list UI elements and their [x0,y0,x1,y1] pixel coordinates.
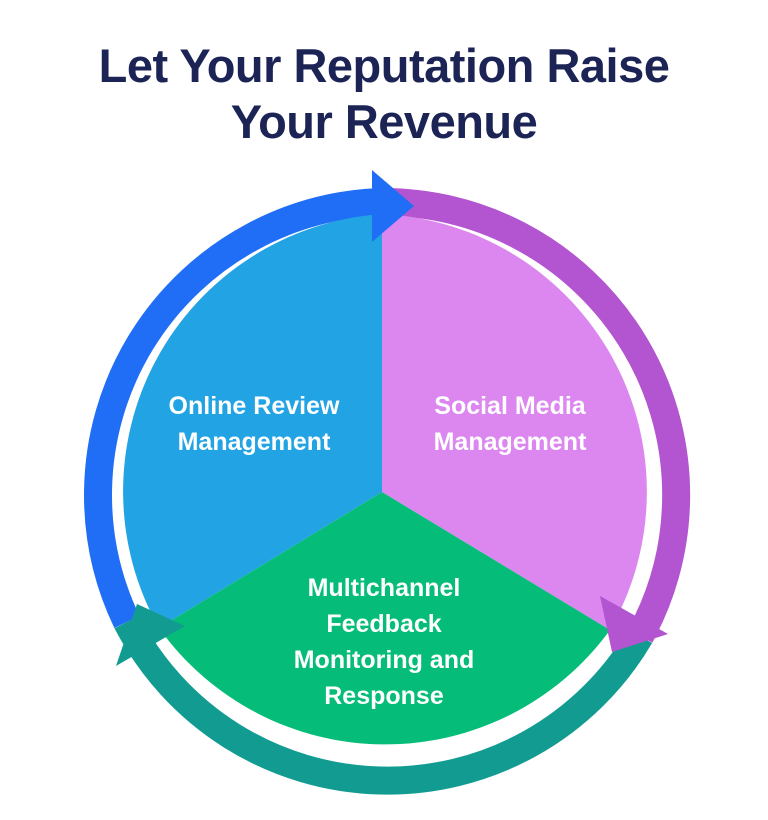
label-online-review: Online Review Management [168,392,340,456]
label-social-media: Social Media Management [433,392,587,456]
label-multichannel: Multichannel Feedback Monitoring and Res… [293,574,475,710]
page-title: Let Your Reputation Raise Your Revenue [0,38,768,150]
title-line-2: Your Revenue [230,95,538,148]
teal-ring-arc [114,615,653,795]
purple-arrowhead-icon [600,596,668,652]
teal-arrowhead-icon [116,604,185,666]
blue-arrowhead-icon [372,170,414,242]
segment-social-media [382,214,647,630]
blue-ring-arc [84,188,385,629]
title-line-1: Let Your Reputation Raise [98,39,670,92]
segment-online-review [123,214,382,628]
purple-ring-arc [383,188,691,643]
segment-multichannel [159,492,610,745]
